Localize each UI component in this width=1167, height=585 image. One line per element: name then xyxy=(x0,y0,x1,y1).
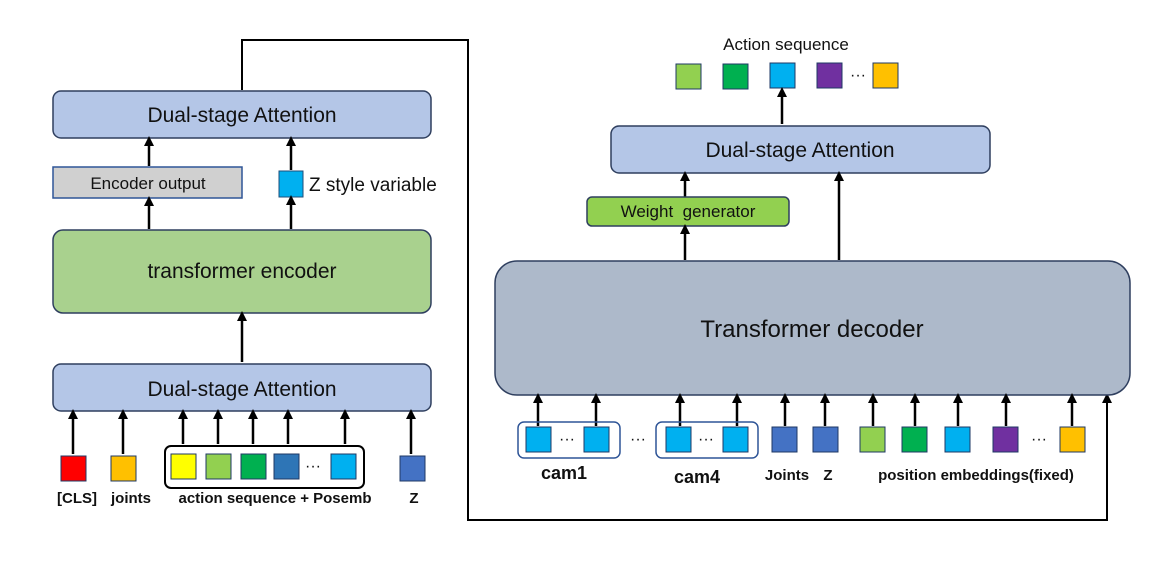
output-token-square xyxy=(722,63,749,90)
joints-token-square xyxy=(771,426,798,453)
output-token-square xyxy=(872,62,899,89)
action-token-square xyxy=(240,453,267,480)
action-ellipsis: ··· xyxy=(305,458,321,475)
encoder-input-arrows xyxy=(68,409,416,454)
cls-label: [CLS] xyxy=(57,490,97,507)
cam1-ellipsis: ··· xyxy=(559,431,575,448)
cam1-group xyxy=(517,421,621,459)
z-style-label: Z style variable xyxy=(309,175,437,196)
output-token-square xyxy=(816,62,843,89)
pos-token-square xyxy=(944,426,971,453)
encoder-top-attention-box xyxy=(52,90,432,139)
action-sequence-group xyxy=(164,445,365,489)
skip-connection-line xyxy=(241,39,1112,521)
cam4-token-square xyxy=(665,426,692,453)
encoder-top-attention-label: Dual-stage Attention xyxy=(147,104,336,127)
weight-generator-label: Weight generator xyxy=(621,202,756,221)
cam1-token-square xyxy=(525,426,552,453)
cls-token-square xyxy=(60,455,87,482)
output-token-square xyxy=(675,63,702,90)
transformer-decoder-box xyxy=(494,260,1131,396)
decoder-attention-box xyxy=(610,125,991,174)
encoder-bottom-attention-box xyxy=(52,363,432,412)
pos-ellipsis: ··· xyxy=(1031,431,1047,448)
action-token-square xyxy=(273,453,300,480)
cam4-label: cam4 xyxy=(674,467,720,487)
joints-label: joints xyxy=(110,490,151,507)
pos-token-square xyxy=(1059,426,1086,453)
encoder-output-label: Encoder output xyxy=(90,174,206,193)
cam4-group xyxy=(655,421,759,459)
action-token-square xyxy=(170,453,197,480)
cam1-label: cam1 xyxy=(541,463,587,483)
decoder-z-label: Z xyxy=(823,467,832,484)
z-label: Z xyxy=(409,490,418,507)
output-token-square xyxy=(769,62,796,89)
joints-token-square xyxy=(110,455,137,482)
action-token-square xyxy=(330,453,357,480)
decoder-attention-label: Dual-stage Attention xyxy=(705,139,894,162)
pos-token-square xyxy=(901,426,928,453)
z-token-square xyxy=(812,426,839,453)
cam1-token-square xyxy=(583,426,610,453)
pos-token-square xyxy=(859,426,886,453)
transformer-encoder-label: transformer encoder xyxy=(147,260,336,283)
z-style-square xyxy=(278,170,304,198)
encoder-bottom-attention-label: Dual-stage Attention xyxy=(147,378,336,401)
pos-token-square xyxy=(992,426,1019,453)
between-cams-ellipsis: ··· xyxy=(630,431,646,448)
action-sequence-label: action sequence + Posemb xyxy=(179,490,372,507)
action-sequence-title: Action sequence xyxy=(723,35,849,54)
z-token-square xyxy=(399,455,426,482)
cam4-token-square xyxy=(722,426,749,453)
transformer-decoder-label: Transformer decoder xyxy=(700,316,923,343)
action-token-square xyxy=(205,453,232,480)
pos-embeddings-label: position embeddings(fixed) xyxy=(878,467,1074,484)
decoder-input-arrows xyxy=(533,393,1077,426)
decoder-joints-label: Joints xyxy=(765,467,809,484)
output-ellipsis: ··· xyxy=(850,67,866,84)
cam4-ellipsis: ··· xyxy=(698,431,714,448)
